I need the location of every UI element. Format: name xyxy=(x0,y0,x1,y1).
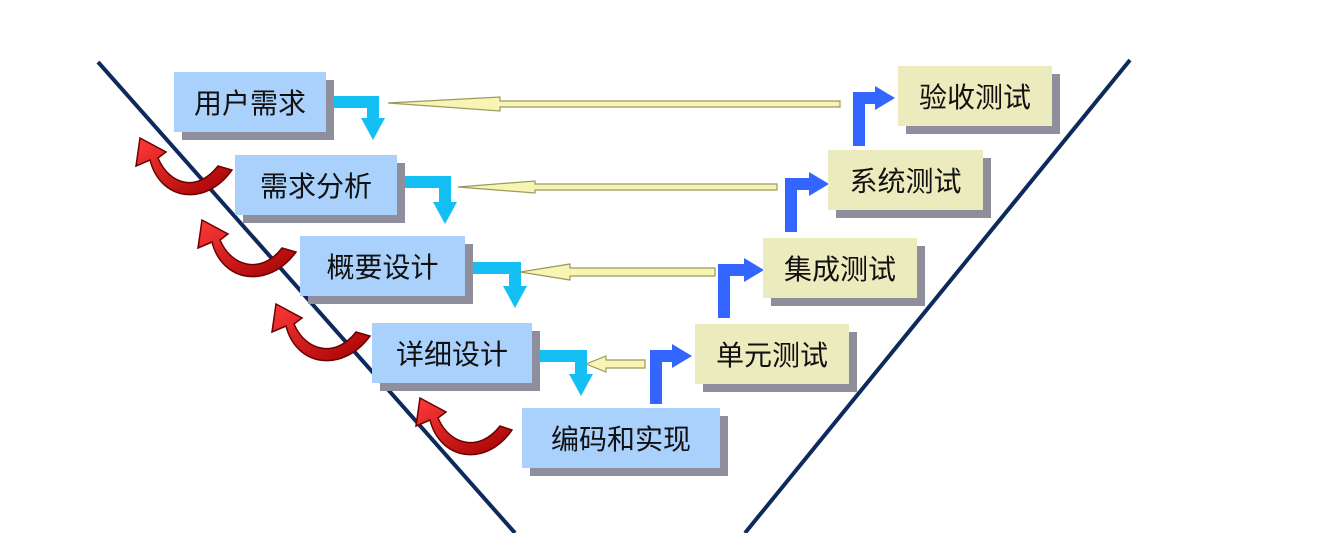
phase-integration-testing: 集成测试 xyxy=(763,238,917,298)
dev-arrow-1 xyxy=(331,96,385,140)
phase-system-testing: 系统测试 xyxy=(828,150,983,210)
link-arrow-system-analysis xyxy=(457,180,778,194)
link-arrow-unit-detail xyxy=(584,355,646,373)
dev-arrow-4 xyxy=(537,350,593,396)
feedback-arrow-3 xyxy=(271,302,372,362)
phase-user-requirements: 用户需求 xyxy=(174,72,326,132)
feedback-arrow-4 xyxy=(415,396,514,456)
test-arrow-4 xyxy=(853,86,895,146)
feedback-arrow-1 xyxy=(135,136,234,196)
phase-high-level-design: 概要设计 xyxy=(300,236,465,296)
feedback-arrow-2 xyxy=(197,218,298,278)
phase-detailed-design: 详细设计 xyxy=(372,323,532,383)
phase-acceptance-testing: 验收测试 xyxy=(898,66,1052,126)
test-arrow-1 xyxy=(650,344,692,404)
phase-unit-testing: 单元测试 xyxy=(695,324,849,384)
dev-arrow-3 xyxy=(468,262,527,308)
test-arrow-3 xyxy=(785,172,829,232)
v-right-line xyxy=(743,58,1132,533)
link-arrow-integration-design xyxy=(519,263,716,281)
test-arrow-2 xyxy=(718,258,764,318)
phase-coding-implementation: 编码和实现 xyxy=(522,408,720,468)
dev-arrow-2 xyxy=(397,176,457,224)
phase-requirements-analysis: 需求分析 xyxy=(235,155,397,215)
v-left-line xyxy=(96,60,517,533)
link-arrow-acceptance-requirements xyxy=(387,96,841,112)
